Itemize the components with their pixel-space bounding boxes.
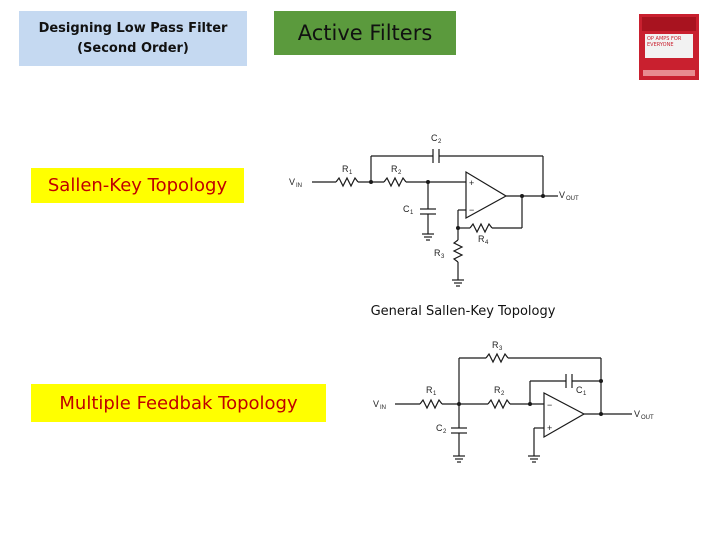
svg-text:3: 3 bbox=[499, 346, 503, 352]
mfb-r3-label: R bbox=[492, 340, 499, 350]
sk-vin-label: V bbox=[289, 177, 295, 187]
mfb-c1-label: C bbox=[576, 385, 583, 395]
sallen-key-label: Sallen-Key Topology bbox=[31, 168, 244, 203]
svg-text:1: 1 bbox=[349, 170, 353, 176]
svg-text:2: 2 bbox=[501, 391, 505, 397]
mfb-plus-label: + bbox=[547, 423, 552, 433]
svg-text:OUT: OUT bbox=[641, 415, 654, 421]
svg-text:1: 1 bbox=[433, 391, 437, 397]
sk-r2-label: R bbox=[391, 164, 398, 174]
sk-c1-label: C bbox=[403, 204, 410, 214]
svg-text:1: 1 bbox=[583, 391, 587, 397]
mfb-r1-label: R bbox=[426, 385, 433, 395]
book-cover-icon: OP AMPS FOR EVERYONE bbox=[639, 14, 699, 80]
title-line-2: (Second Order) bbox=[77, 40, 189, 56]
svg-text:3: 3 bbox=[441, 254, 445, 260]
sk-vout-label: V bbox=[559, 190, 565, 200]
svg-text:1: 1 bbox=[410, 210, 414, 216]
sk-minus-label: − bbox=[469, 205, 474, 215]
svg-text:4: 4 bbox=[485, 240, 489, 246]
active-filters-heading: Active Filters bbox=[274, 11, 456, 55]
sk-r3-label: R bbox=[434, 248, 441, 258]
sk-plus-label: + bbox=[469, 178, 474, 188]
title-line-1: Designing Low Pass Filter bbox=[38, 20, 228, 36]
svg-text:2: 2 bbox=[398, 170, 402, 176]
mfb-component-labels: V IN V OUT R 1 R 2 R 3 C 1 C 2 − + bbox=[373, 340, 654, 435]
sk-c2-label: C bbox=[431, 133, 438, 143]
book-cover-band bbox=[642, 17, 696, 31]
mfb-c2-label: C bbox=[436, 423, 443, 433]
sk-wires bbox=[312, 149, 558, 287]
svg-text:OUT: OUT bbox=[566, 196, 579, 202]
sk-r4-label: R bbox=[478, 234, 485, 244]
mfb-vin-label: V bbox=[373, 399, 379, 409]
mfb-r2-label: R bbox=[494, 385, 501, 395]
svg-text:2: 2 bbox=[443, 429, 447, 435]
mfb-minus-label: − bbox=[547, 400, 552, 410]
sallen-key-caption: General Sallen-Key Topology bbox=[370, 304, 556, 319]
mfb-wires bbox=[395, 352, 632, 463]
sk-r1-label: R bbox=[342, 164, 349, 174]
multiple-feedback-label: Multiple Feedbak Topology bbox=[31, 384, 326, 422]
book-cover-strip bbox=[643, 70, 695, 76]
sk-component-labels: V IN V OUT R 1 R 2 C 2 C 1 R 4 R 3 + − bbox=[289, 133, 579, 260]
slide-title: Designing Low Pass Filter (Second Order) bbox=[19, 11, 247, 66]
svg-text:2: 2 bbox=[438, 139, 442, 145]
svg-text:IN: IN bbox=[296, 183, 302, 189]
book-cover-title: OP AMPS FOR EVERYONE bbox=[645, 34, 693, 58]
svg-text:IN: IN bbox=[380, 405, 386, 411]
mfb-vout-label: V bbox=[634, 409, 640, 419]
